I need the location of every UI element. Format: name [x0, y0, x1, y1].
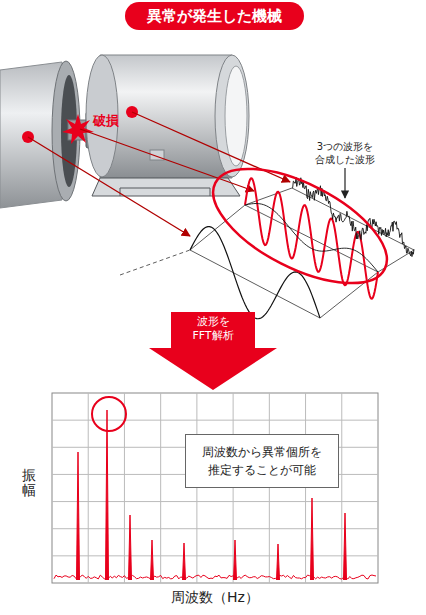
- waveform: [292, 177, 414, 256]
- note-box: 周波数から異常個所を 推定することが可能: [185, 434, 339, 488]
- leader-lines: [28, 112, 290, 236]
- process-arrow: 波形を FFT解析: [149, 312, 277, 390]
- damage-label: 破損: [93, 112, 119, 130]
- axis-label: 振幅: [22, 468, 36, 499]
- grid-line: [233, 393, 234, 583]
- spectrum-peak: [77, 452, 80, 580]
- grid-line: [269, 393, 270, 583]
- axis-label: 振幅: [22, 468, 36, 499]
- wave-axis: [378, 250, 414, 272]
- grid-line: [196, 393, 197, 583]
- highlight-circle: [92, 397, 126, 431]
- spectrum-peak: [151, 540, 154, 580]
- spectrum-peak: [277, 544, 280, 580]
- spectrum-chart: [52, 393, 378, 583]
- noise-floor: [54, 575, 376, 579]
- title-banner: 異常が発生した機械: [125, 2, 304, 30]
- spectrum-peak: [311, 498, 314, 580]
- wave-axis: [245, 188, 292, 205]
- machine: [0, 55, 249, 208]
- damage-burst: [62, 114, 94, 144]
- spectrum-peak: [234, 540, 237, 580]
- damage-label: 破損: [93, 112, 119, 130]
- axis-label: 周波数（Hz）: [171, 589, 259, 607]
- title: 異常が発生した機械: [147, 6, 282, 26]
- axis-label: 周波数（Hz）: [171, 589, 259, 607]
- grid-line: [160, 393, 161, 583]
- waveforms: [120, 177, 414, 318]
- grid-line: [88, 393, 89, 583]
- wave-axis: [190, 205, 245, 250]
- wave-axis: [190, 250, 320, 318]
- spectrum-peak: [344, 513, 347, 580]
- highlight-ellipse: [196, 145, 403, 306]
- chart-frame: [52, 393, 378, 583]
- wave-note: 3つの波形を 合成した波形: [313, 140, 377, 166]
- grid-line: [305, 393, 306, 583]
- arrow-shape: [149, 312, 277, 390]
- spectrum-peak: [106, 410, 109, 580]
- arrow-text: 波形を FFT解析: [187, 315, 239, 343]
- wave-note: 3つの波形を 合成した波形: [313, 140, 377, 166]
- wave-axis: [120, 250, 190, 275]
- label-pointer: [344, 168, 345, 198]
- spectrum-peak: [183, 543, 186, 580]
- grid-line: [52, 420, 378, 421]
- note-text: 周波数から異常個所を 推定することが可能: [198, 443, 326, 479]
- grid-line: [52, 555, 378, 556]
- grid-line: [341, 393, 342, 583]
- grid-line: [52, 501, 378, 502]
- spectrum-peak: [129, 515, 132, 580]
- grid-line: [52, 528, 378, 529]
